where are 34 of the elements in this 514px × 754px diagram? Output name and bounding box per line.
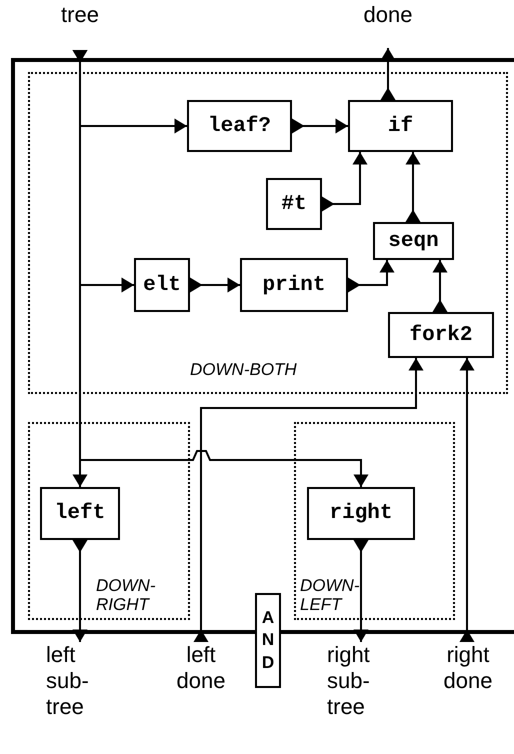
- connector-arrow: [322, 152, 368, 212]
- port-label: left sub-tree: [46, 642, 108, 750]
- and-box: AND: [255, 593, 281, 688]
- port-label: done: [348, 2, 428, 48]
- connector-arrow: [406, 152, 420, 222]
- connector-arrow: [348, 260, 394, 292]
- connector-arrow: [72, 50, 368, 487]
- connector-arrow: [194, 358, 424, 642]
- function-box: elt: [134, 258, 190, 312]
- dotted-region: [294, 422, 455, 620]
- function-box: if: [348, 100, 453, 152]
- function-box: fork2: [388, 312, 494, 358]
- port-label: tree: [50, 2, 110, 50]
- connector-arrow: [460, 358, 474, 642]
- port-label: right done: [430, 642, 506, 722]
- region-label: DOWN-BOTH: [190, 360, 298, 379]
- connector-arrow: [72, 540, 88, 642]
- connector-arrow: [354, 540, 368, 642]
- connector-arrow: [380, 48, 396, 100]
- function-box: seqn: [373, 222, 454, 260]
- region-label: DOWN-LEFT: [300, 576, 360, 614]
- connector-arrow: [292, 118, 348, 134]
- connector-arrow: [432, 260, 448, 312]
- function-box: leaf?: [187, 100, 292, 152]
- dotted-region: [28, 72, 508, 394]
- dotted-region: [28, 422, 190, 620]
- port-label: right sub-tree: [327, 642, 393, 750]
- connector-arrow: [190, 278, 240, 292]
- function-box: left: [40, 487, 120, 540]
- function-box: right: [307, 487, 415, 540]
- port-label: left done: [165, 642, 237, 722]
- region-label: DOWN-RIGHT: [96, 576, 156, 614]
- function-box: #t: [266, 178, 322, 230]
- function-box: print: [240, 258, 348, 312]
